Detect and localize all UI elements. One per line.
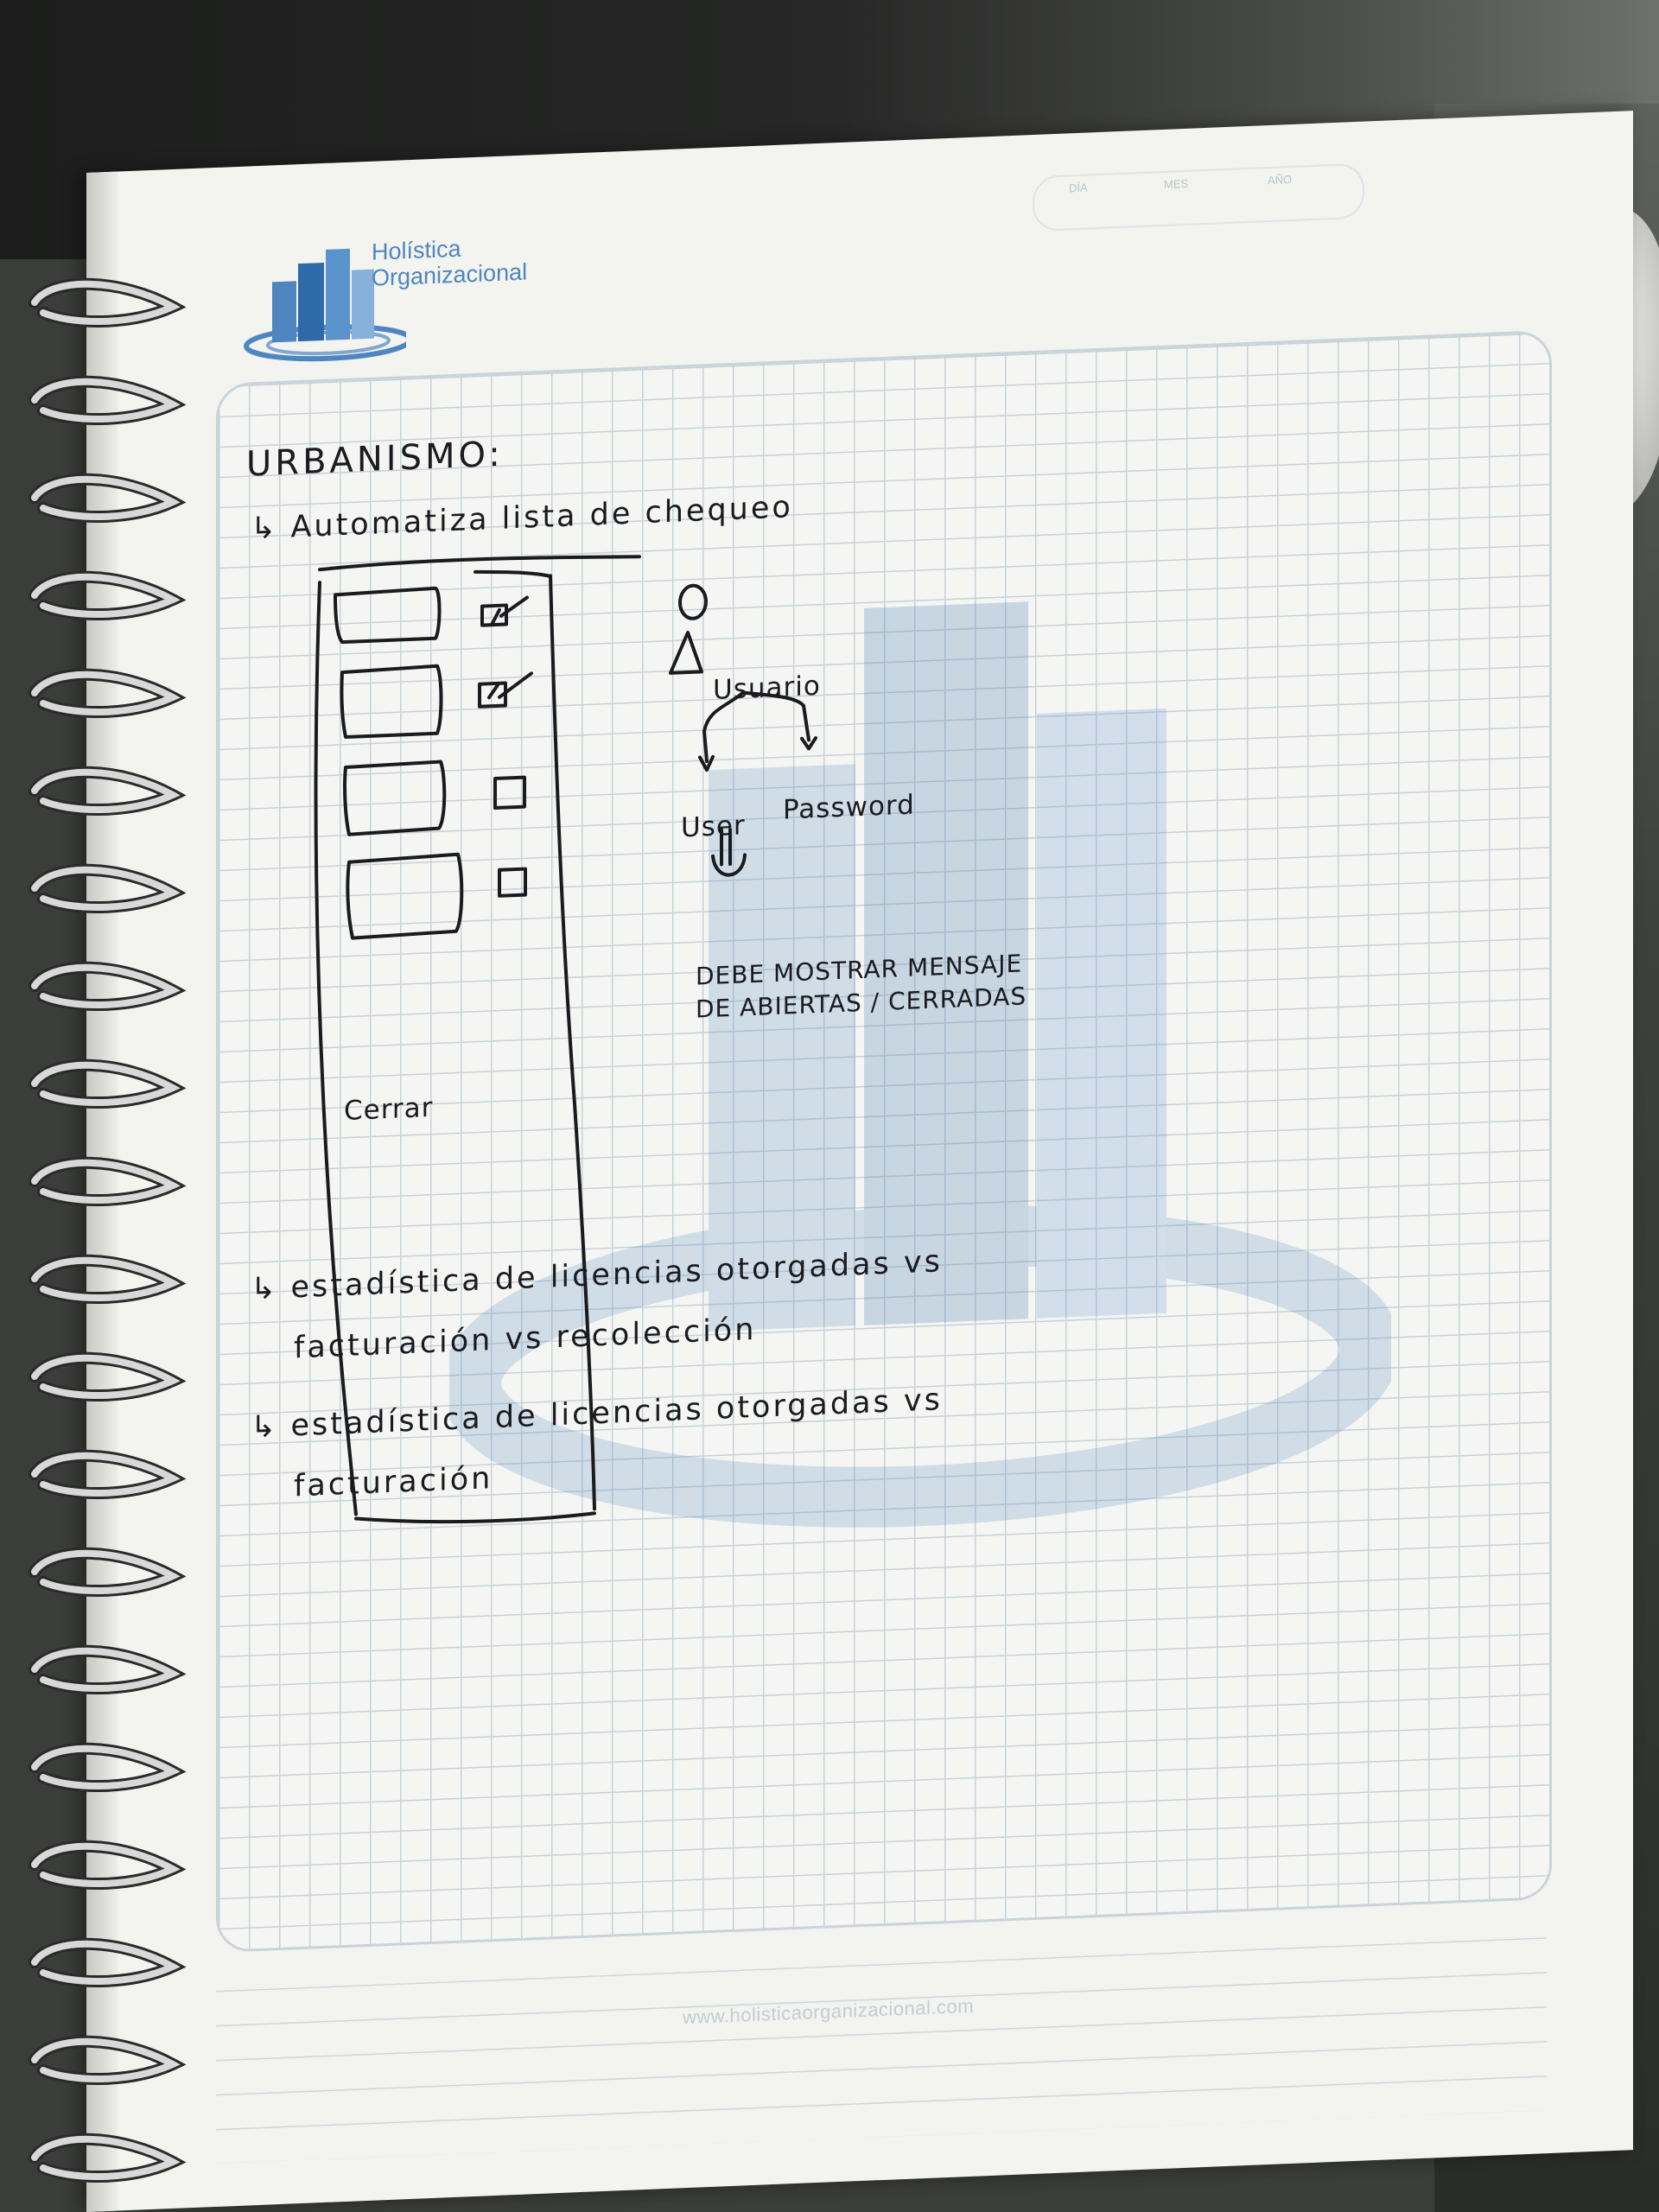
watermark-logo-icon bbox=[449, 601, 1391, 1528]
spiral-ring bbox=[31, 1452, 181, 1497]
spiral-ring bbox=[31, 475, 181, 521]
spiral-ring bbox=[31, 671, 181, 716]
spiral-ring bbox=[31, 1842, 181, 1888]
spiral-ring bbox=[31, 1549, 181, 1595]
spiral-ring bbox=[31, 573, 181, 619]
user-label: Usuario bbox=[713, 670, 821, 706]
spiral-ring bbox=[31, 1745, 181, 1790]
spiral-ring bbox=[31, 1940, 181, 1986]
spiral-ring bbox=[31, 1159, 181, 1205]
spiral-ring bbox=[31, 866, 181, 912]
spiral-ring bbox=[31, 280, 181, 326]
spiral-ring bbox=[31, 1061, 181, 1107]
spiral-ring bbox=[31, 378, 181, 423]
password-field-label: Password bbox=[783, 789, 915, 826]
spiral-ring bbox=[31, 2037, 181, 2083]
close-label: Cerrar bbox=[344, 1091, 434, 1128]
brand-logo-icon bbox=[244, 248, 406, 362]
spiral-ring bbox=[31, 963, 181, 1009]
notebook-page: Holística Organizacional DÍA MES AÑO www… bbox=[86, 111, 1633, 2212]
spiral-ring bbox=[31, 1647, 181, 1693]
spiral-ring bbox=[31, 1256, 181, 1302]
spiral-binding-icon bbox=[29, 277, 187, 2183]
mobile-wireframe-sketch bbox=[314, 555, 817, 1524]
user-field-label: User bbox=[681, 810, 746, 844]
spiral-ring bbox=[31, 768, 181, 814]
spiral-ring bbox=[31, 1354, 181, 1400]
spiral-ring bbox=[31, 2135, 181, 2181]
